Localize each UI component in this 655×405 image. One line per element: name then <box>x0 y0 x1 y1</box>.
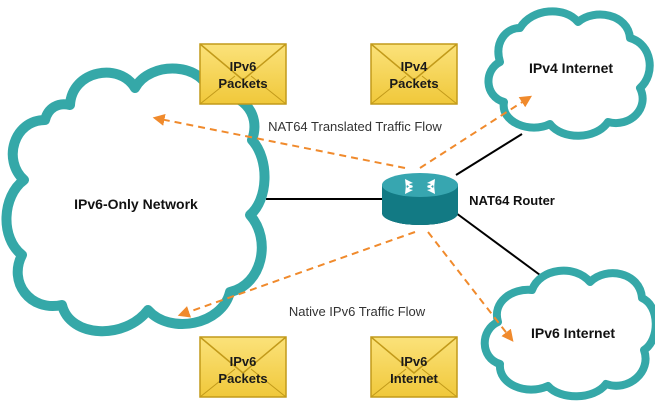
ipv6-internet-label: IPv6 Internet <box>531 325 615 341</box>
ipv4-internet-label: IPv4 Internet <box>529 60 613 76</box>
ipv6-only-cloud-label: IPv6-Only Network <box>74 196 198 212</box>
translated-flow-label: NAT64 Translated Traffic Flow <box>268 119 442 134</box>
ipv6-only-cloud: IPv6-Only Network <box>1 63 270 337</box>
envelope-ipv6-packets-top: IPv6 Packets <box>199 43 287 105</box>
router-icon <box>382 173 458 225</box>
envelope-bottom-left-line2: Packets <box>218 371 267 386</box>
envelope-bottom-left-line1: IPv6 <box>230 354 257 369</box>
envelope-ipv4-packets-top: IPv4 Packets <box>370 43 458 105</box>
envelope-ipv6-packets-bottom: IPv6 Packets <box>199 336 287 398</box>
link-router-ipv4 <box>455 133 523 176</box>
ipv6-internet-cloud: IPv6 Internet <box>480 266 655 401</box>
flow-arrow-translated-to-ipv4 <box>419 95 533 169</box>
envelope-bottom-right-line2: Internet <box>390 371 438 386</box>
link-router-ipv6internet <box>455 212 541 276</box>
flow-arrow-translated-to-ipv6only <box>152 113 406 169</box>
envelope-top-left-line2: Packets <box>218 76 267 91</box>
envelope-bottom-right-line1: IPv6 <box>401 354 428 369</box>
ipv4-internet-cloud: IPv4 Internet <box>484 7 654 140</box>
flow-arrow-native-to-ipv6only <box>177 231 416 318</box>
router-label: NAT64 Router <box>469 193 555 208</box>
flow-arrow-native-to-ipv6internet <box>427 231 514 342</box>
envelope-top-right-line2: Packets <box>389 76 438 91</box>
envelope-top-right-line1: IPv4 <box>401 59 429 74</box>
native-flow-label: Native IPv6 Traffic Flow <box>289 304 426 319</box>
envelope-top-left-line1: IPv6 <box>230 59 257 74</box>
envelope-ipv6-internet-bottom: IPv6 Internet <box>370 336 458 398</box>
